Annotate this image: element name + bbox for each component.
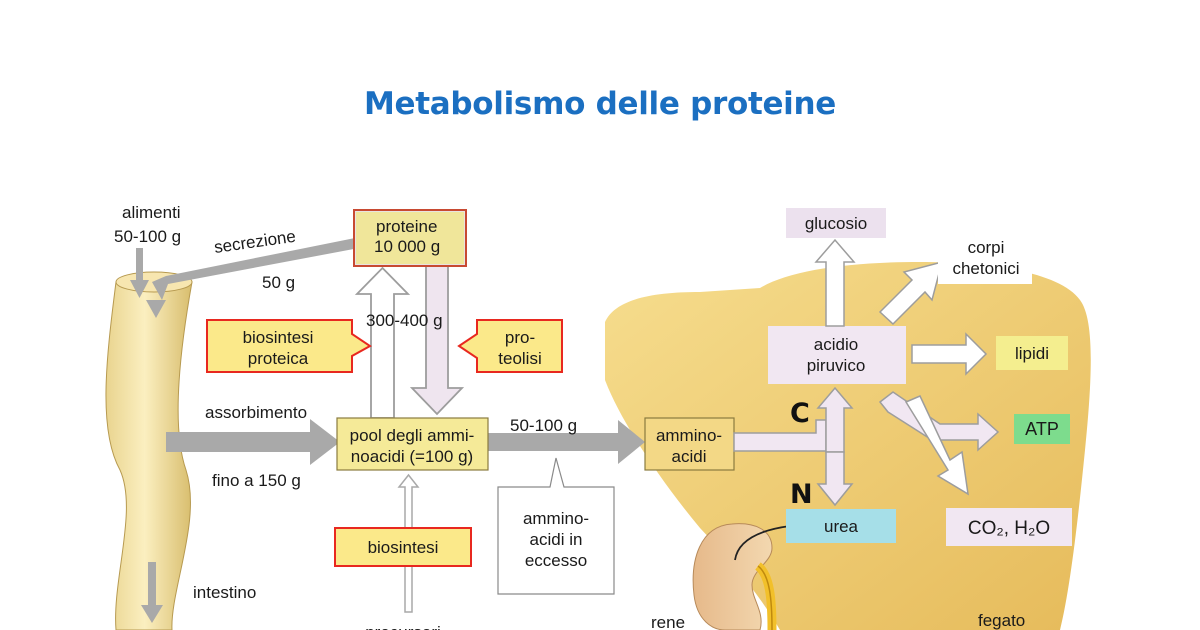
intestine-exit-arrow	[141, 562, 163, 623]
biosintesi-label: biosintesi	[368, 538, 439, 557]
assorbimento-label: assorbimento	[205, 403, 307, 422]
eccesso-callout	[497, 457, 615, 595]
secrezione-qty-label: 50 g	[262, 273, 295, 292]
absorption-arrow	[166, 419, 340, 465]
nitrogen-down-arrow	[816, 451, 854, 507]
pool-box	[336, 417, 489, 471]
transfer-qty-label: 50-100 g	[510, 416, 577, 435]
proteine-label: proteine	[376, 217, 437, 236]
amminoacidi-label-2: acidi	[672, 447, 707, 466]
biosintesi-proteica-label-2: proteica	[248, 349, 309, 368]
intestino-label: intestino	[193, 583, 256, 602]
eccesso-label-1: ammino-	[523, 509, 589, 528]
biosintesi-proteica-label-1: biosintesi	[243, 328, 314, 347]
pool-label-1: pool degli ammi-	[350, 426, 475, 445]
corpi-label-2: chetonici	[952, 259, 1019, 278]
ketone-arrow	[878, 260, 944, 326]
glucosio-box	[786, 208, 886, 238]
proteolisi-label-2: teolisi	[498, 349, 541, 368]
urea-duct-line	[734, 525, 791, 561]
co2-box	[946, 508, 1072, 546]
page-title: Metabolismo delle proteine	[363, 86, 837, 122]
amminoacidi-label-1: ammino-	[656, 426, 722, 445]
co2-h2o-label: CO₂, H₂O	[968, 518, 1050, 539]
glucose-arrow	[814, 238, 856, 327]
alimenti-label: alimenti	[122, 203, 181, 222]
secretion-arrow-head	[146, 300, 166, 318]
lipidi-box	[996, 336, 1068, 370]
atp-label: ATP	[1025, 419, 1059, 439]
lipid-arrow	[911, 332, 988, 376]
urea-label: urea	[824, 517, 859, 536]
transfer-arrow	[488, 420, 645, 464]
proteine-qty-label: 10 000 g	[374, 237, 440, 256]
pool-label-2: noacidi (=100 g)	[351, 447, 473, 466]
proteolysis-down-arrow	[409, 251, 465, 416]
rene-label: rene	[651, 613, 685, 630]
co2-arrow	[904, 395, 969, 496]
corpi-label-1: corpi	[968, 238, 1005, 257]
food-intake-arrow	[130, 248, 149, 298]
flux-qty-label: 300-400 g	[366, 311, 443, 330]
amminoacidi-box	[644, 417, 735, 471]
eccesso-label-2: acidi in	[530, 530, 583, 549]
piruvico-box	[768, 326, 906, 384]
proteolisi-callout	[457, 319, 563, 373]
piruvico-label-1: acidio	[814, 335, 858, 354]
kidney-shape	[692, 523, 773, 630]
carbon-up-arrow	[816, 386, 854, 453]
carbon-label: C	[790, 398, 810, 429]
synthesis-up-arrow	[354, 266, 411, 419]
secretion-arrow	[152, 238, 359, 300]
fegato-label: fegato	[978, 611, 1025, 630]
precursori-label: precursori	[365, 623, 441, 630]
corpi-box	[938, 232, 1032, 284]
ureter-outline	[757, 565, 773, 630]
glucosio-label: glucosio	[805, 214, 867, 233]
proteolisi-label-1: pro-	[505, 328, 535, 347]
eccesso-label-3: eccesso	[525, 551, 587, 570]
urea-box	[786, 509, 896, 543]
lipidi-label: lipidi	[1015, 344, 1049, 363]
biosintesi-box	[334, 527, 472, 567]
alimenti-qty-label: 50-100 g	[114, 227, 181, 246]
piruvico-label-2: piruvico	[807, 356, 866, 375]
biosintesi-proteica-callout	[206, 319, 372, 373]
nitrogen-label: N	[790, 479, 813, 510]
fino-a-label: fino a 150 g	[212, 471, 301, 490]
atp-box	[1014, 414, 1070, 444]
